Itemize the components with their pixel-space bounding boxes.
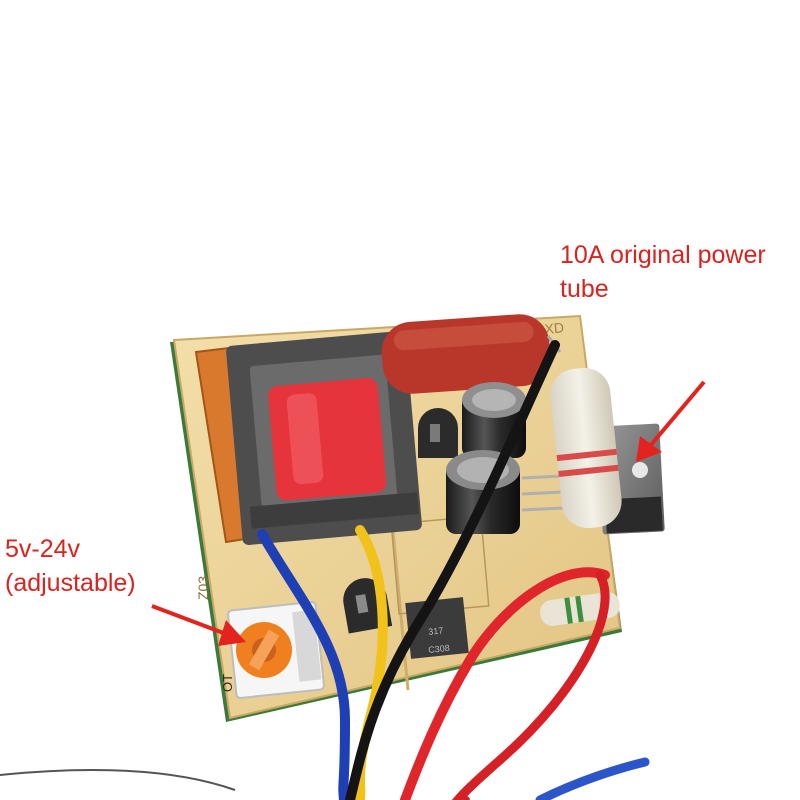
callout-power-tube: 10A original power tube [560, 238, 766, 306]
wire-blue [257, 529, 351, 800]
thin-wire [0, 769, 236, 791]
wire-black [345, 340, 560, 800]
silkscreen-xd: XD [544, 319, 565, 337]
wire-blue-lead [535, 757, 650, 800]
callout-power-tube-line1: 10A original power [560, 241, 766, 269]
film-capacitor [381, 314, 551, 394]
transformer [194, 331, 422, 545]
callout-adjustable-line2: (adjustable) [5, 569, 136, 597]
silkscreen-z03: Z03 [195, 576, 211, 600]
arrow-to-power-tube [636, 380, 706, 462]
potentiometer [227, 601, 325, 699]
callout-adjustable-line1: 5v-24v [5, 535, 81, 563]
arrow-to-potentiometer [151, 604, 246, 646]
callout-adjustable: 5v-24v (adjustable) [5, 532, 136, 600]
silkscreen-ot: OT [220, 674, 235, 692]
transistor [418, 408, 458, 458]
chip-marking-2: C308 [428, 643, 450, 655]
chip-marking-1: 317 [428, 625, 444, 637]
callout-power-tube-line2: tube [560, 275, 609, 303]
wire-red-2 [452, 570, 610, 800]
wire-red [400, 567, 610, 800]
